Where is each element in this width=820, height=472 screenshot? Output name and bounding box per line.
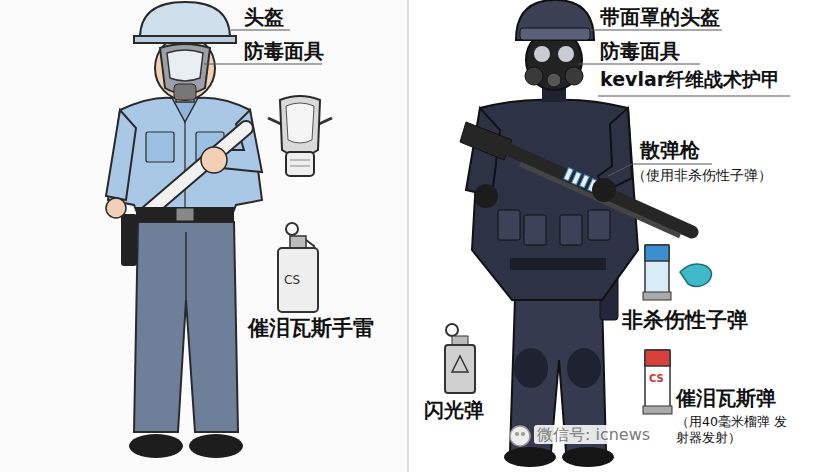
swat-officer: [588, 210, 610, 240]
tear-gas-grenade: [290, 236, 306, 248]
part-label: 非杀伤性子弹: [622, 308, 748, 333]
police-officer: [140, 2, 230, 38]
tear-gas-grenade: [286, 223, 298, 235]
panel-divider: [407, 0, 409, 472]
police-officer: [106, 2, 262, 458]
police-officer: [174, 84, 196, 100]
part-label: 带面罩的头盔: [600, 5, 720, 29]
swat-officer: [558, 46, 574, 62]
tear-gas-shell: [645, 350, 670, 366]
part-label: 头盔: [244, 5, 284, 29]
police-officer: [129, 434, 183, 458]
police-officer: [121, 214, 137, 266]
watermark-icon: [521, 432, 525, 436]
non-lethal-shell: [643, 292, 671, 300]
gas-mask-icon: [319, 118, 332, 124]
watermark-icon: [515, 432, 519, 436]
police-officer: [136, 207, 234, 222]
police-officer: [134, 222, 238, 432]
swat-officer: [474, 184, 498, 208]
swat-officer: [592, 178, 616, 202]
swat-officer: [564, 168, 573, 181]
police-officer: [184, 122, 185, 210]
swat-officer: [498, 210, 520, 240]
flashbang: [446, 324, 458, 336]
canister-mark: CS: [649, 373, 664, 385]
police-officer: [155, 36, 215, 100]
police-officer: [189, 434, 243, 458]
part-label: 催泪瓦斯手雷: [248, 316, 374, 341]
swat-officer: [524, 215, 546, 245]
flashbang: [452, 356, 468, 372]
swat-officer: [562, 447, 614, 467]
non-lethal-shell: [645, 245, 669, 261]
police-officer: [106, 198, 126, 218]
canister-mark: CS: [284, 273, 300, 287]
swat-officer: [525, 67, 543, 85]
tear-gas-shell: [645, 350, 670, 412]
tear-gas-shell: [643, 350, 672, 414]
part-label: kevlar纤维战术护甲: [600, 68, 780, 91]
note: （使用非杀伤性子弹）: [632, 167, 772, 184]
tear-gas-shell: [643, 406, 672, 414]
swat-officer: [510, 258, 606, 270]
part-label: 闪光弹: [424, 398, 484, 422]
note: （用40毫米榴弹 发射器发射）: [676, 414, 788, 447]
swat-officer: [516, 0, 594, 40]
police-officer: [134, 36, 236, 43]
leader-line: [204, 63, 322, 64]
flashbang: [445, 324, 475, 393]
leader-line: [578, 30, 790, 176]
gas-mask-icon: [268, 118, 281, 124]
gas-mask-icon: [268, 96, 332, 176]
gas-mask-icon: [290, 166, 310, 167]
police-officer: [106, 110, 136, 200]
police-officer: [146, 132, 174, 162]
swat-officer: [567, 348, 601, 388]
police-officer: [148, 128, 246, 212]
swat-officer: [534, 46, 550, 62]
leader-line: [231, 29, 290, 30]
watermark: 微信号: icnews: [534, 425, 653, 444]
leader-line: [578, 63, 700, 64]
non-lethal-shell: [643, 245, 712, 300]
non-lethal-shell: [680, 264, 712, 287]
swat-officer: [504, 447, 556, 467]
gas-mask-icon: [280, 96, 320, 156]
watermark-icon: [510, 426, 530, 446]
police-officer: [201, 147, 227, 173]
police-officer: [148, 128, 246, 212]
swat-officer: [520, 28, 590, 40]
swat-officer: [547, 73, 561, 87]
part-label: 散弹枪: [640, 138, 700, 162]
leader-line: [598, 95, 790, 96]
police-officer: [167, 50, 203, 81]
tear-gas-grenade: [278, 248, 318, 312]
left-panel: [0, 0, 404, 472]
part-label: 防毒面具: [244, 39, 324, 63]
flashbang: [445, 345, 475, 393]
watermark-icon: [510, 426, 530, 446]
gas-mask-icon: [286, 152, 314, 176]
part-label: 催泪瓦斯弹: [676, 386, 776, 410]
swat-officer: [572, 172, 581, 185]
tear-gas-grenade: [278, 223, 318, 312]
non-lethal-shell: [645, 245, 669, 299]
police-officer: [185, 232, 187, 300]
swat-officer: [580, 175, 589, 188]
gas-mask-icon: [286, 103, 314, 143]
police-officer: [176, 208, 194, 221]
gas-mask-icon: [290, 160, 310, 161]
part-label: 防毒面具: [600, 39, 680, 63]
swat-officer: [560, 215, 582, 245]
leader-line: [590, 29, 722, 30]
swat-officer: [514, 348, 548, 388]
swat-officer: [565, 67, 583, 85]
